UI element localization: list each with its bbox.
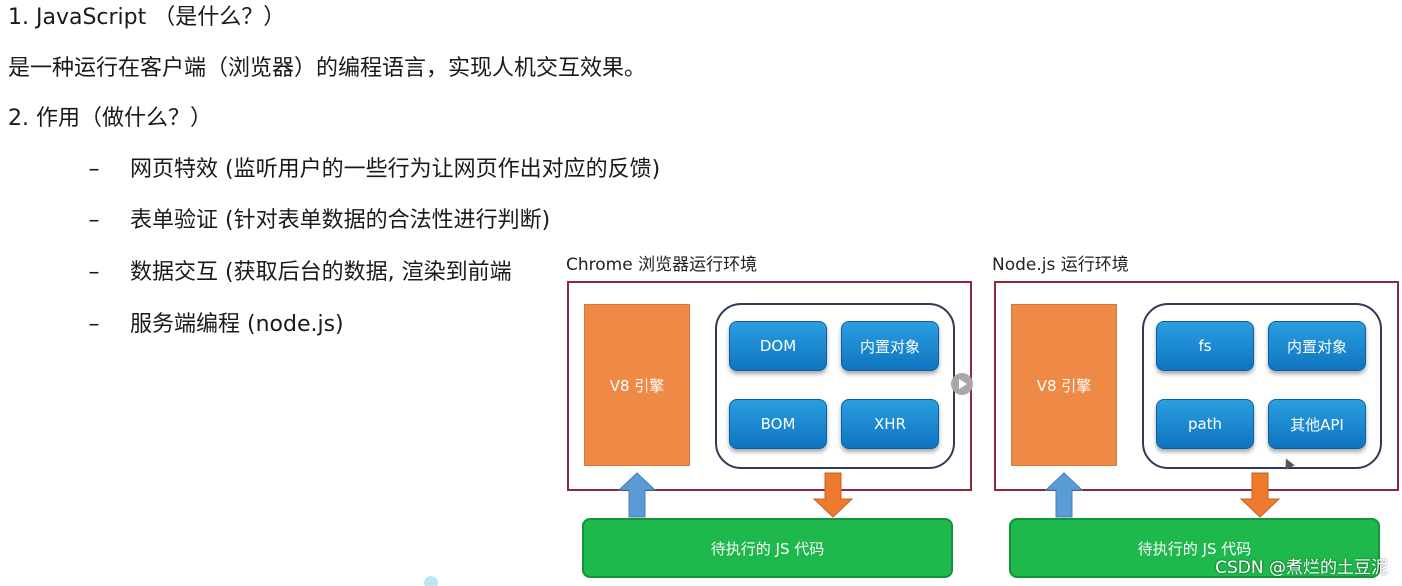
js-definition-text: 是一种运行在客户端（浏览器）的编程语言，实现人机交互效果。 — [8, 56, 647, 81]
browser-up-arrow — [618, 472, 656, 518]
decorative-drop-icon — [421, 573, 441, 586]
api-path: path — [1156, 399, 1254, 449]
api-other: 其他API — [1268, 399, 1366, 449]
node-api-group: fs 内置对象 path 其他API — [1142, 303, 1382, 469]
heading-what-is-js: 1. JavaScript （是什么？） — [8, 5, 286, 30]
csdn-watermark: CSDN @煮烂的土豆泥 — [1215, 558, 1388, 578]
bullet-text: 服务端编程 (node.js) — [130, 312, 344, 337]
node-env-title: Node.js 运行环境 — [992, 255, 1129, 275]
browser-api-group: DOM 内置对象 BOM XHR — [715, 303, 955, 469]
bullet-text: 数据交互 (获取后台的数据, 渲染到前端 — [130, 260, 512, 285]
api-xhr: XHR — [841, 399, 939, 449]
browser-v8-engine: V8 引擎 — [584, 304, 690, 466]
node-v8-engine: V8 引擎 — [1011, 304, 1117, 466]
browser-js-code-bar: 待执行的 JS 代码 — [582, 518, 953, 578]
node-down-arrow — [1240, 472, 1280, 518]
bullet-dash: – — [88, 312, 100, 337]
bullet-dash: – — [88, 208, 100, 233]
browser-env-frame: V8 引擎 DOM 内置对象 BOM XHR — [567, 281, 972, 491]
node-up-arrow — [1045, 472, 1083, 518]
bullet-text: 表单验证 (针对表单数据的合法性进行判断) — [130, 208, 551, 233]
api-bom: BOM — [729, 399, 827, 449]
heading-js-uses: 2. 作用（做什么？） — [8, 106, 212, 131]
browser-env-title: Chrome 浏览器运行环境 — [566, 254, 762, 276]
api-builtin-objects: 内置对象 — [1268, 321, 1366, 371]
bullet-text: 网页特效 (监听用户的一些行为让网页作出对应的反馈) — [130, 157, 661, 182]
bullet-dash: – — [88, 157, 100, 182]
node-env-frame: V8 引擎 fs 内置对象 path 其他API — [994, 281, 1399, 491]
api-builtin-objects: 内置对象 — [841, 321, 939, 371]
play-icon[interactable] — [951, 373, 973, 395]
node-js-code-bar: 待执行的 JS 代码 — [1009, 518, 1380, 578]
api-dom: DOM — [729, 321, 827, 371]
browser-down-arrow — [813, 472, 853, 518]
api-fs: fs — [1156, 321, 1254, 371]
bullet-dash: – — [88, 260, 100, 285]
